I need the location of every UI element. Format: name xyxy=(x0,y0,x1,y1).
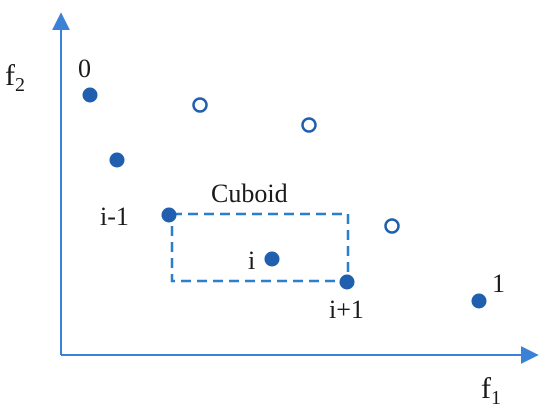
x-axis-label-main: f xyxy=(481,372,491,405)
point-i-plus-1 xyxy=(339,274,355,290)
point-1 xyxy=(471,293,487,309)
cuboid-label: Cuboid xyxy=(211,179,288,208)
point-i-minus-1 xyxy=(161,207,177,223)
point-i xyxy=(264,251,280,267)
y-axis-label: f2 xyxy=(5,59,25,96)
point-0 xyxy=(82,87,98,103)
hollow-point-b xyxy=(301,117,317,133)
hollow-point-c xyxy=(384,218,400,234)
y-axis-label-sub: 2 xyxy=(15,74,25,96)
label-1: 1 xyxy=(492,269,505,298)
label-0: 0 xyxy=(78,54,91,83)
cuboid-rect xyxy=(170,212,350,283)
hollow-point-a xyxy=(192,97,208,113)
x-axis-label: f1 xyxy=(481,372,501,409)
label-i-minus-1: i-1 xyxy=(100,202,129,231)
point-a xyxy=(109,152,125,168)
x-axis-label-sub: 1 xyxy=(491,387,501,409)
label-i: i xyxy=(248,246,255,275)
y-axis-label-main: f xyxy=(5,59,15,92)
label-i-plus-1: i+1 xyxy=(329,295,364,324)
